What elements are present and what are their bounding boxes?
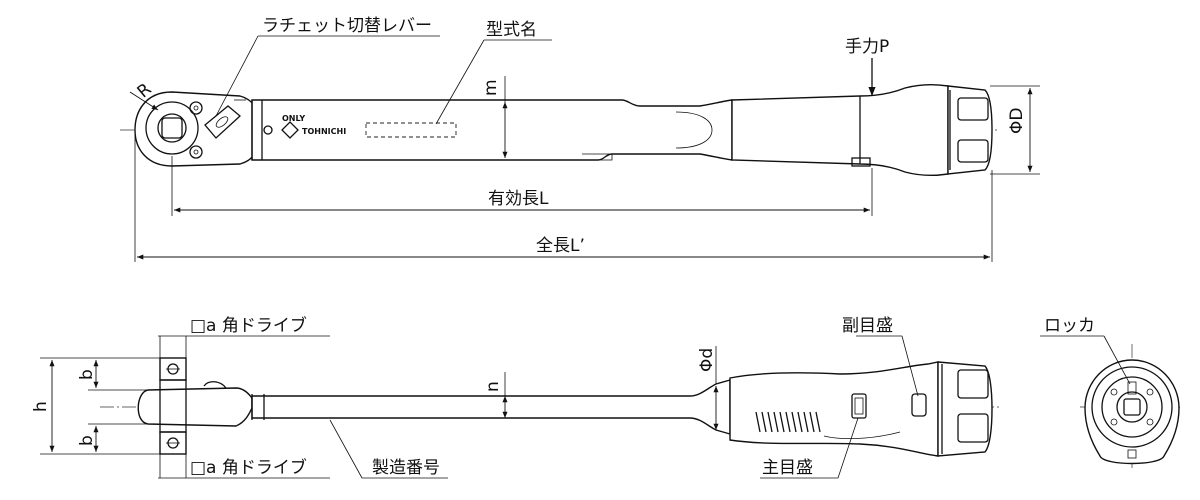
side-view: n Φd □a 角ドライブ □a 角ドライブ h b b 製造番号 副目盛 bbox=[31, 315, 1000, 479]
logo-small-text: ONLY bbox=[282, 114, 305, 123]
dim-thickness-n: n bbox=[483, 381, 503, 392]
ratchet-head-top bbox=[134, 91, 263, 167]
dim-offset-b-top: b bbox=[77, 369, 97, 380]
label-square-drive-bottom: □a 角ドライブ bbox=[190, 457, 307, 478]
end-view: ロッカ bbox=[1040, 316, 1180, 470]
label-effective-length: 有効長L bbox=[488, 189, 549, 209]
main-scale-window bbox=[851, 393, 867, 419]
label-ratchet-lever: ラチェット切替レバー bbox=[262, 16, 432, 36]
top-view: ONLY TOHNICHI ΦD m R 手力P bbox=[120, 16, 1040, 262]
dim-diameter-d: Φd bbox=[697, 348, 717, 372]
label-main-scale: 主目盛 bbox=[762, 458, 813, 478]
dim-diameter-D: ΦD bbox=[1007, 108, 1027, 134]
ratchet-head-side bbox=[137, 357, 253, 455]
end-view-outline bbox=[1084, 359, 1180, 465]
grip-top bbox=[731, 83, 949, 177]
grip-ridges bbox=[755, 411, 901, 440]
label-total-length: 全長L’ bbox=[536, 236, 585, 256]
logo-brand-text: TOHNICHI bbox=[302, 127, 346, 136]
grip-side bbox=[729, 361, 939, 457]
sub-scale-window bbox=[911, 393, 927, 417]
dim-offset-b-bottom: b bbox=[77, 435, 97, 446]
label-serial-number: 製造番号 bbox=[372, 458, 440, 478]
label-hand-force: 手力P bbox=[845, 37, 889, 57]
label-sub-scale: 副目盛 bbox=[842, 316, 893, 336]
label-square-drive-top: □a 角ドライブ bbox=[190, 315, 307, 336]
adjust-knob-top bbox=[947, 85, 993, 175]
label-model-name: 型式名 bbox=[486, 20, 537, 40]
brand-logo: ONLY TOHNICHI bbox=[281, 114, 346, 139]
adjust-knob-side bbox=[937, 361, 993, 457]
dim-width-m: m bbox=[481, 79, 501, 96]
dim-height-h: h bbox=[31, 401, 51, 412]
model-name-plate bbox=[365, 122, 457, 138]
label-lock: ロッカ bbox=[1044, 316, 1095, 336]
